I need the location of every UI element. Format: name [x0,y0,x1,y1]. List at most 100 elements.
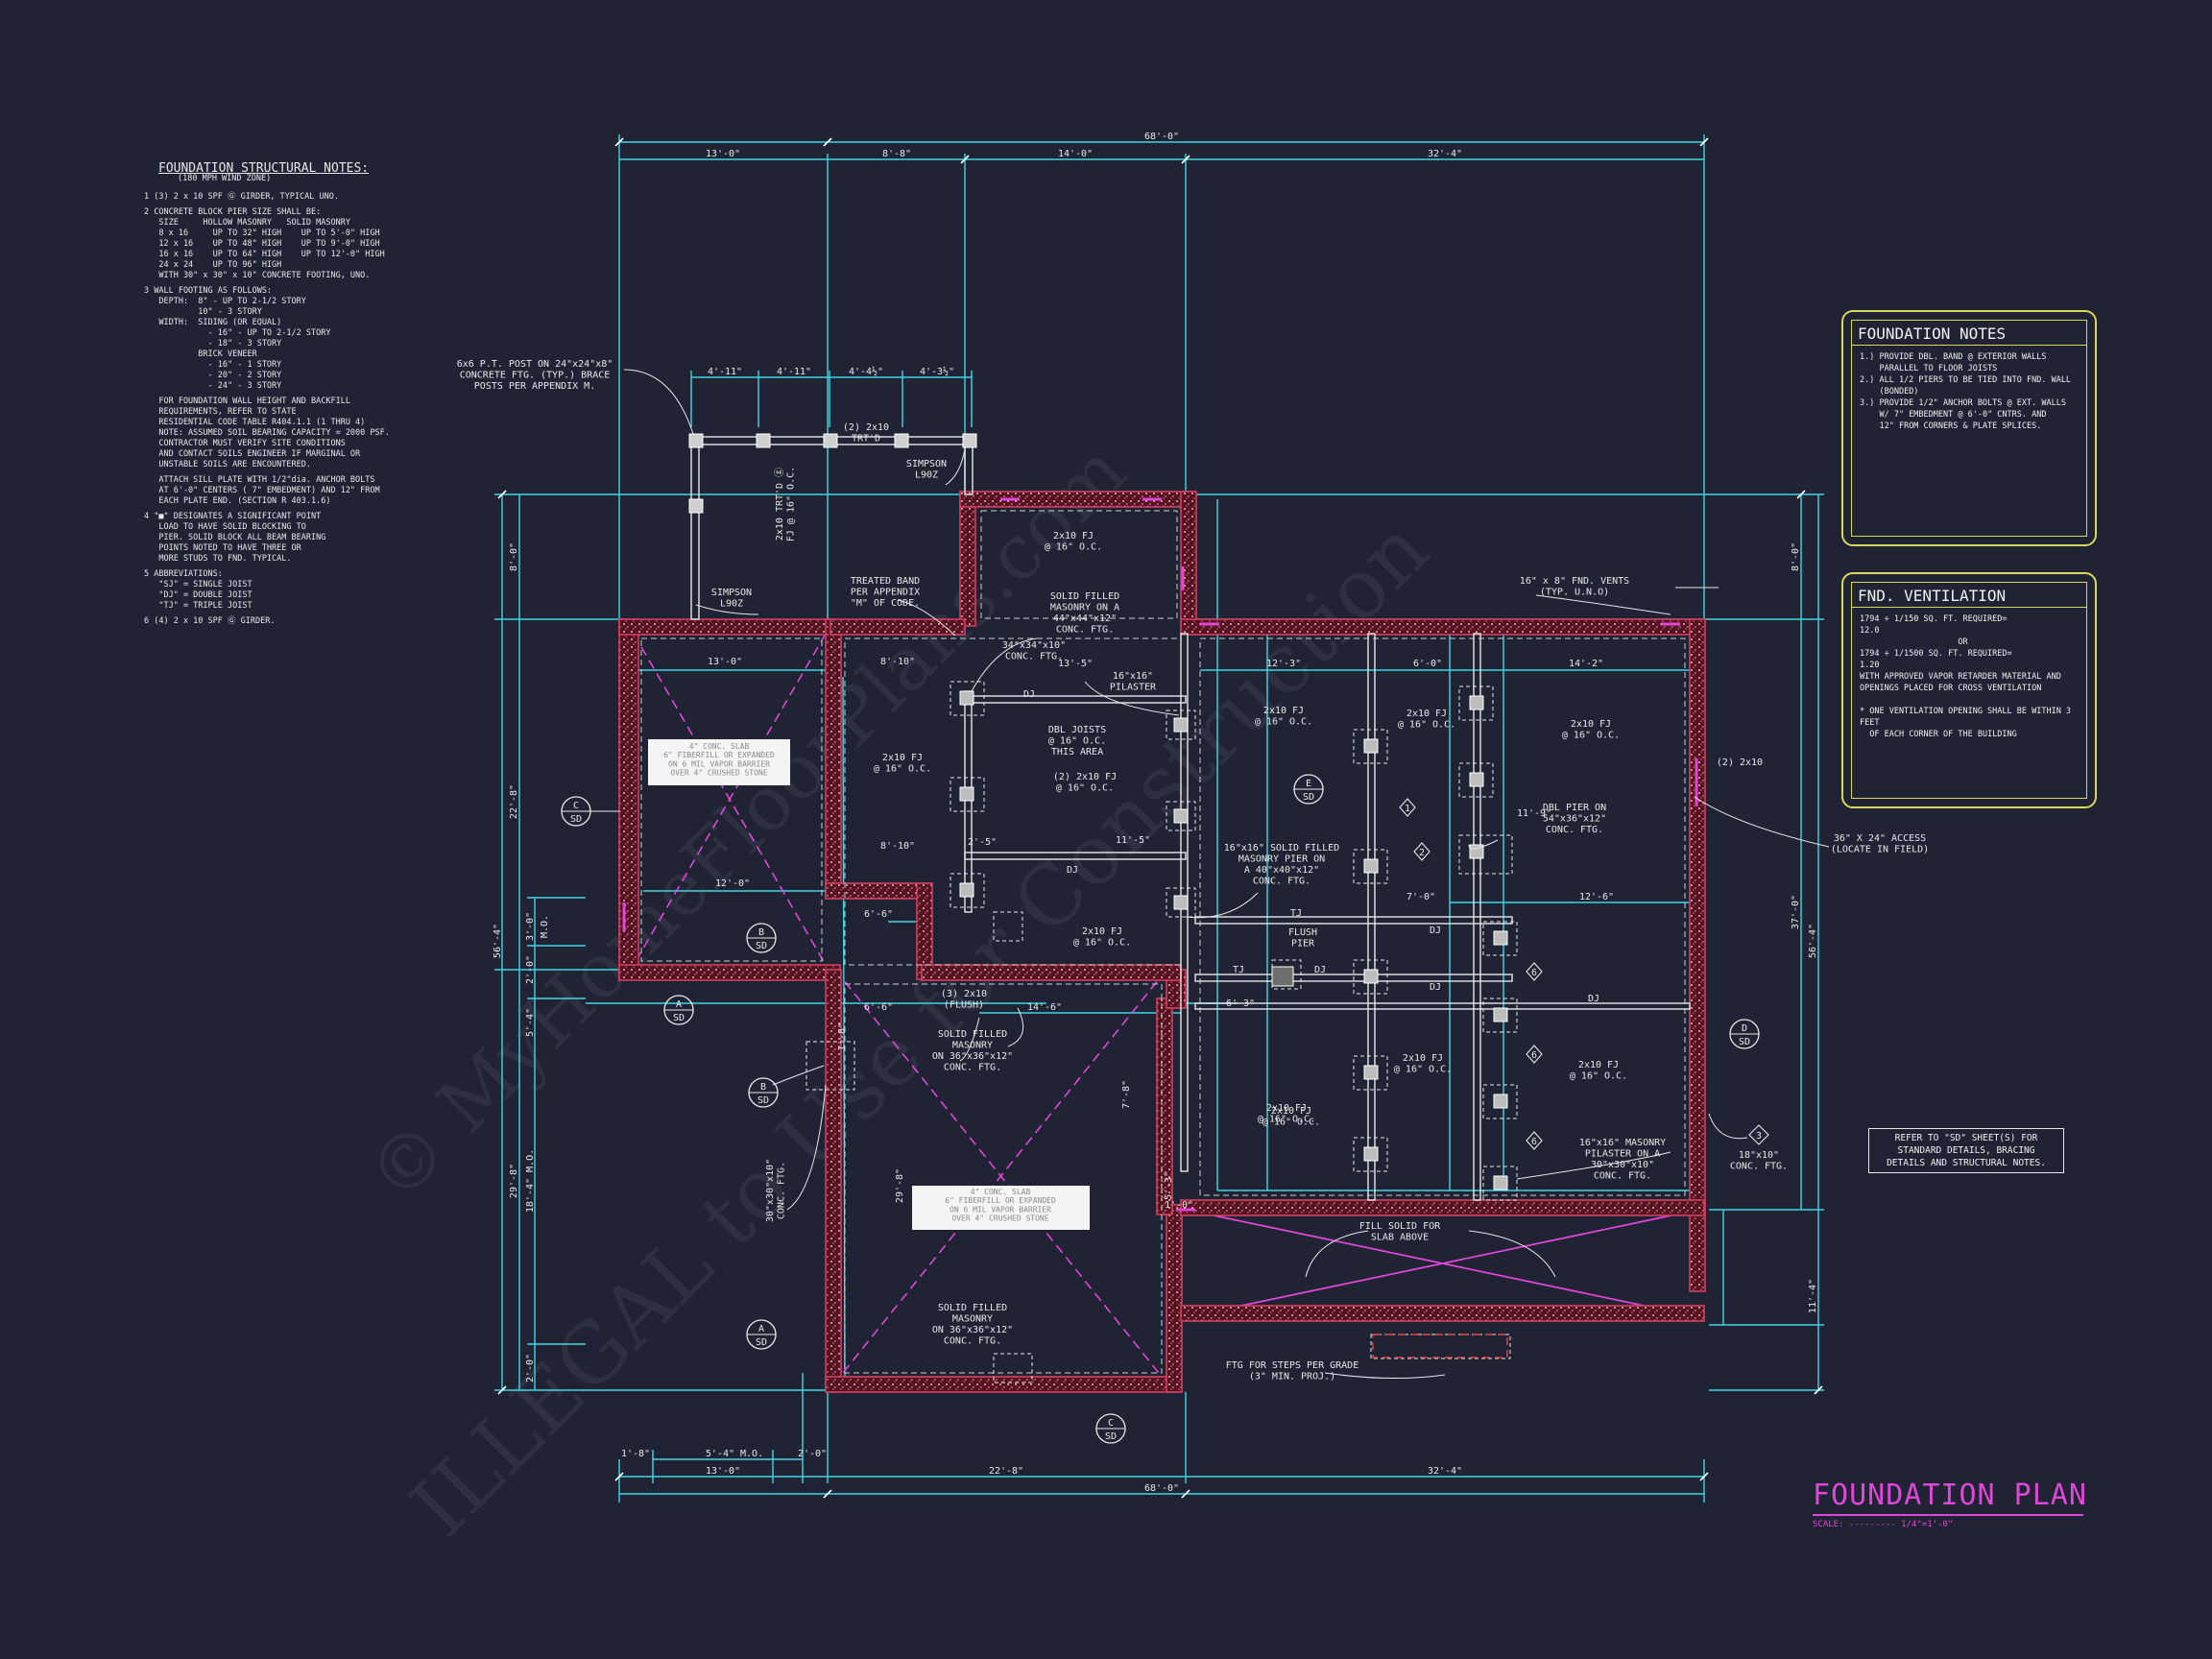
foundation-walls [618,491,1706,1393]
dim-bottom-seg: 13'-0" [706,1466,740,1477]
callout-line: SOLID FILLED [1050,591,1119,602]
fj-label: 2x10 FJ@ 16" O.C. [1258,1103,1315,1125]
structural-note-item: 6 (4) 2 x 10 SPF Ⓖ GIRDER. [144,616,276,626]
dim-bottom-seg: 22'-8" [989,1466,1023,1477]
callout-post-note: 6x6 P.T. POST ON 24"x24"x8"CONCRETE FTG.… [457,359,613,392]
callout-line: @ 16" O.C. [1258,1115,1315,1125]
note-tag: 6 [1526,1045,1543,1064]
callout-line: FTG FOR STEPS PER GRADE [1226,1360,1358,1371]
structural-note-item: 4 "■" DESIGNATES A SIGNIFICANT POINT LOA… [144,512,326,564]
section-marker: B SD [746,923,777,953]
callout-flush-3: (3) 2x10(FLUSH) [941,989,987,1011]
joist-tag: DJ [1430,926,1441,936]
plan-title: FOUNDATION PLAN [1813,1479,2087,1512]
section-marker: A SD [663,995,694,1025]
dim-interior: 6'-0" [1413,659,1442,669]
dim-right-seg: 11'-4" [1808,1279,1818,1313]
plan-scale: SCALE: --------- 1/4"=1'-0" [1813,1520,1954,1529]
foundation-notes-title: FOUNDATION NOTES [1852,321,2086,346]
callout-vents: 16" x 8" FND. VENTS(TYP. U.N.O) [1520,576,1629,598]
dim-interior: 6'-3" [1226,998,1255,1009]
callout-line: MASONRY [952,1041,993,1051]
callout-line: ON 36"x36"x12" [932,1051,1013,1062]
section-sheet: SD [673,1013,685,1023]
callout-line: (3) 2x10 [941,989,987,999]
dim-interior: 12'-3" [1266,659,1301,669]
dim-top-overall: 68'-0" [1144,132,1179,142]
dim-interior: 5'-3" [1164,1171,1174,1200]
section-sheet: SD [1739,1037,1750,1047]
structural-notes: FOUNDATION STRUCTURAL NOTES: (180 MPH WI… [144,162,394,627]
fj-label: 2x10 FJ@ 16" O.C. [1045,531,1102,553]
callout-access: 36" X 24" ACCESS(LOCATE IN FIELD) [1831,833,1929,855]
callout-line: DBL JOISTS [1048,725,1106,735]
section-marker: C SD [1095,1413,1126,1444]
dim-right-seg: 8'-0" [1791,542,1801,571]
foundation-notes-panel: FOUNDATION NOTES 1.) PROVIDE DBL. BAND @… [1841,310,2097,546]
callout-line: @ 16" O.C. [1394,1065,1452,1075]
dim-left-seg: 8'-0" [509,542,519,571]
dim-interior: 7'-0" [1407,892,1435,902]
callout-line: L90Z [915,470,938,481]
joist-tag: DJ [1430,982,1441,993]
note-tag-number: 2 [1419,848,1425,858]
callout-line: 2x10 FJ [1266,1103,1307,1114]
callout-line: 16"x16" MASONRY [1579,1138,1666,1148]
fj-label: 2x10 FJ@ 16" O.C. [874,753,931,775]
section-letter: B [760,1082,766,1093]
dim-interior: 13'-0" [708,657,742,667]
fj-label: 2x10 FJ@ 16" O.C. [1262,1106,1320,1128]
callout-line: TRT'D [852,434,880,445]
dim-left-small: 18'-4" M.O. [525,1149,536,1213]
callout-line: (LOCATE IN FIELD) [1831,845,1929,855]
dim-interior: 8'-10" [880,657,915,667]
callout-line: @ 16" O.C. [1048,736,1106,747]
leader-lines [623,369,1830,1380]
fj-label: 2x10 FJ@ 16" O.C. [1073,926,1131,949]
callout-line: 44"x44"x12" [1053,613,1117,624]
fnd-ventilation-title: FND. VENTILATION [1852,583,2086,608]
callout-line: SOLID FILLED [938,1303,1007,1313]
refer-note-text: REFER TO "SD" SHEET(S) FOR STANDARD DETA… [1887,1133,2046,1168]
note-tag-number: 6 [1531,1137,1537,1147]
dim-left-small: 3'-0" [525,912,536,941]
wall-lines [640,510,1686,1374]
structural-note-item: FOR FOUNDATION WALL HEIGHT AND BACKFILL … [158,397,390,469]
fj-label: 2x10 FJ@ 16" O.C. [1398,709,1455,731]
callout-line: @ 16" O.C. [1255,717,1312,728]
callout-line: PILASTER [1110,683,1157,693]
callout-line: CONC. FTG. [1005,652,1063,662]
callout-ftg-18: 18"x10"CONC. FTG. [1730,1150,1788,1172]
callout-line: CONC. FTG. [1546,825,1603,835]
callout-line: 6x6 P.T. POST ON 24"x24"x8" [457,359,613,370]
dim-interior: 6'-6" [864,1002,893,1013]
callout-line: 30"x30"x10" [1591,1160,1654,1170]
note-tag: 6 [1526,962,1543,981]
callout-line: 18"x10" [1739,1150,1779,1161]
callout-line: MASONRY [952,1314,993,1325]
dim-interior: 14'-6" [1027,1002,1062,1013]
callout-dbl-joists: DBL JOISTS@ 16" O.C.THIS AREA [1048,725,1106,757]
callout-line: SOLID FILLED [938,1029,1007,1040]
section-markers: C SD B SD A SD B SD A SD [561,774,1760,1444]
callout-line: CONC. FTG. [944,1336,1001,1347]
slab-note-box-a [648,739,790,785]
callout-line: MASONRY PIER ON [1238,854,1325,865]
joist-tag: TJ [1233,965,1244,975]
dim-interior: 7'-8" [1121,1080,1132,1109]
callout-line: CONC. FTG. [1056,625,1114,636]
note-tag: 2 [1413,842,1431,861]
callout-line: 54"x36"x12" [1543,814,1606,825]
callout-conc-ftg-34: 34"x34"x10"CONC. FTG. [1002,640,1066,662]
callout-line: 2x10 FJ [1263,706,1304,716]
dimension-lines [494,134,1824,1503]
note-tag: 3 [1748,1124,1769,1145]
callout-line: CONC. FTG. [1730,1162,1788,1172]
dim-interior: 2'-5" [968,837,997,848]
